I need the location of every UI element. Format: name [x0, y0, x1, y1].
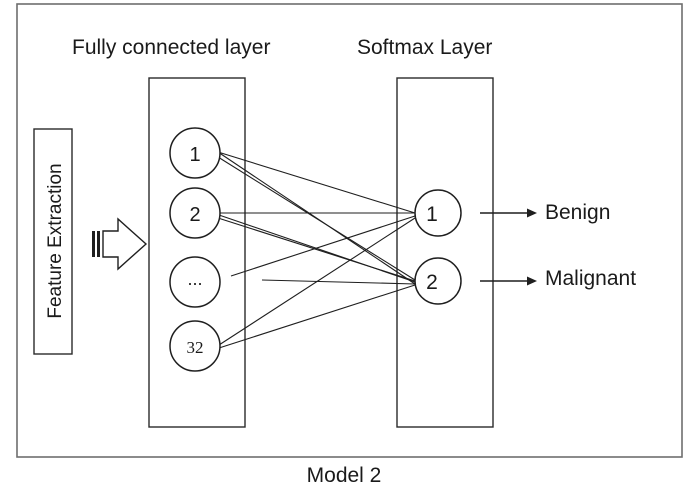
edge-fc32-s2	[218, 284, 416, 349]
edge-fc1-s2b	[217, 156, 416, 281]
output-label-malignant: Malignant	[545, 267, 636, 290]
fc-node-2-label: 2	[189, 204, 200, 226]
fc-node-1: 1	[169, 127, 221, 179]
fc-node-1-label: 1	[189, 144, 200, 166]
input-arrow-icon	[92, 217, 148, 271]
edge-fc3-s1	[230, 215, 416, 277]
edge-fc2-s2b	[217, 217, 416, 282]
fc-node-ellipsis-label: ...	[187, 269, 202, 289]
softmax-node-1-label: 1	[426, 203, 438, 226]
fc-layer-title: Fully connected layer	[72, 36, 270, 59]
fc-node-2: 2	[169, 187, 221, 239]
diagram-caption: Model 2	[307, 464, 382, 487]
softmax-layer-box	[396, 77, 494, 428]
output-label-benign: Benign	[545, 201, 610, 224]
softmax-node-1: 1	[414, 189, 462, 237]
feature-extraction-label: Feature Extraction	[45, 163, 66, 318]
fc-node-32: 32	[169, 320, 221, 372]
connections	[217, 151, 416, 349]
output-arrow-malignant	[480, 276, 537, 286]
output-arrow-benign	[480, 208, 537, 218]
edge-fc1-s1	[217, 151, 416, 214]
edge-fc32-s1	[218, 217, 416, 346]
fc-node-ellipsis: ...	[169, 256, 221, 308]
outer-frame	[16, 3, 683, 458]
feature-extraction-box	[33, 128, 73, 355]
edge-fc3-s2	[261, 279, 416, 285]
softmax-node-2: 2	[414, 257, 462, 305]
softmax-layer-title: Softmax Layer	[357, 36, 492, 59]
softmax-node-2-label: 2	[426, 271, 438, 294]
fc-node-32-label: 32	[187, 338, 204, 357]
